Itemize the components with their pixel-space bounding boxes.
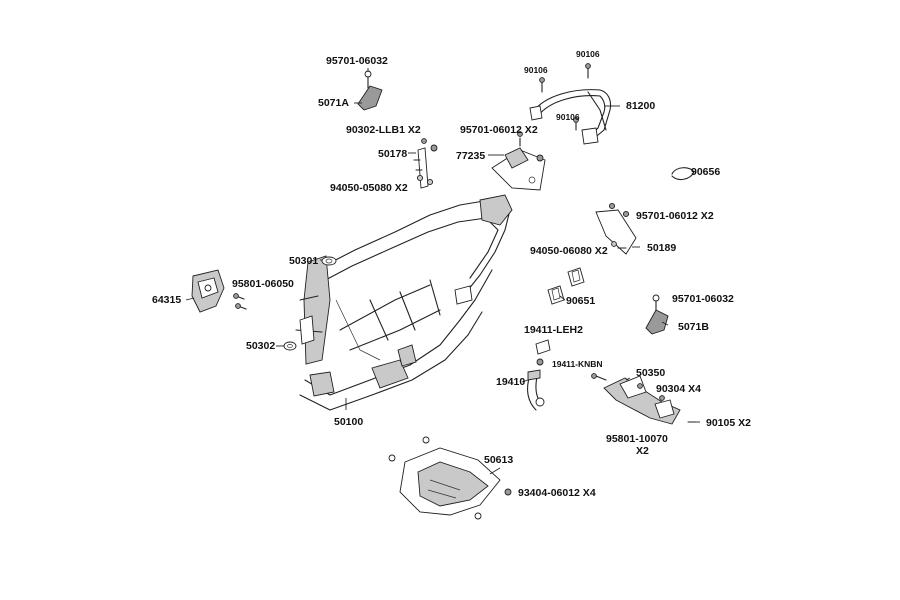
label-90106-b: 90106 bbox=[524, 65, 548, 75]
label-50301: 50301 bbox=[289, 255, 318, 267]
label-81200: 81200 bbox=[626, 100, 655, 112]
label-90656: 90656 bbox=[691, 166, 720, 178]
label-90302-llb1: 90302-LLB1 X2 bbox=[346, 124, 421, 136]
label-50100: 50100 bbox=[334, 416, 363, 428]
grommet-50302[interactable] bbox=[283, 341, 297, 351]
label-19411-leh2: 19411-LEH2 bbox=[524, 324, 583, 336]
label-90106-a: 90106 bbox=[576, 49, 600, 59]
label-5071A: 5071A bbox=[318, 97, 349, 109]
label-95801-06050: 95801-06050 bbox=[232, 278, 294, 290]
label-95701-06032-right: 95701-06032 bbox=[672, 293, 734, 305]
label-5071B: 5071B bbox=[678, 321, 709, 333]
latch-77235[interactable] bbox=[491, 131, 546, 191]
hook-5071B[interactable] bbox=[645, 294, 669, 335]
label-93404-06012: 93404-06012 X4 bbox=[518, 487, 596, 499]
label-90651: 90651 bbox=[566, 295, 595, 307]
label-95701-06012-top: 95701-06012 X2 bbox=[460, 124, 538, 136]
label-77235: 77235 bbox=[456, 150, 485, 162]
hose-19410[interactable] bbox=[527, 339, 551, 411]
label-95701-06032-top: 95701-06032 bbox=[326, 55, 388, 67]
hook-5071A[interactable] bbox=[357, 70, 383, 111]
leader-lines bbox=[185, 68, 700, 475]
grab-bar-81200[interactable] bbox=[529, 63, 612, 145]
label-95801-10070: 95801-10070 bbox=[606, 433, 668, 445]
stand-50350[interactable] bbox=[591, 373, 697, 425]
label-94050-05080: 94050-05080 X2 bbox=[330, 182, 408, 194]
bracket-50189[interactable] bbox=[595, 202, 637, 255]
label-19411-knbn: 19411-KNBN bbox=[552, 359, 603, 369]
label-90304: 90304 X4 bbox=[656, 383, 701, 395]
grommet-50301[interactable] bbox=[321, 256, 337, 266]
label-90106-c: 90106 bbox=[556, 112, 580, 122]
label-19410: 19410 bbox=[496, 376, 525, 388]
label-64315: 64315 bbox=[152, 294, 181, 306]
main-frame-50100[interactable] bbox=[295, 194, 513, 411]
label-94050-06080: 94050-06080 X2 bbox=[530, 245, 608, 257]
clip-90656[interactable] bbox=[671, 167, 695, 181]
part-labels: 95701-06032 5071A 90302-LLB1 X2 50178 94… bbox=[152, 49, 751, 499]
label-50302: 50302 bbox=[246, 340, 275, 352]
label-50613: 50613 bbox=[484, 454, 513, 466]
label-95701-06012-mid: 95701-06012 X2 bbox=[636, 210, 714, 222]
label-90105: 90105 X2 bbox=[706, 417, 751, 429]
label-50178: 50178 bbox=[378, 148, 407, 160]
clamp-90651[interactable] bbox=[547, 267, 585, 305]
label-50350: 50350 bbox=[636, 367, 665, 379]
bolt-95801-06050[interactable] bbox=[233, 293, 247, 310]
label-50189: 50189 bbox=[647, 242, 676, 254]
bracket-64315[interactable] bbox=[191, 269, 225, 313]
under-cover-50613[interactable] bbox=[388, 436, 512, 520]
bracket-50178[interactable] bbox=[413, 138, 438, 189]
label-95801-10070-qty: X2 bbox=[636, 445, 649, 457]
